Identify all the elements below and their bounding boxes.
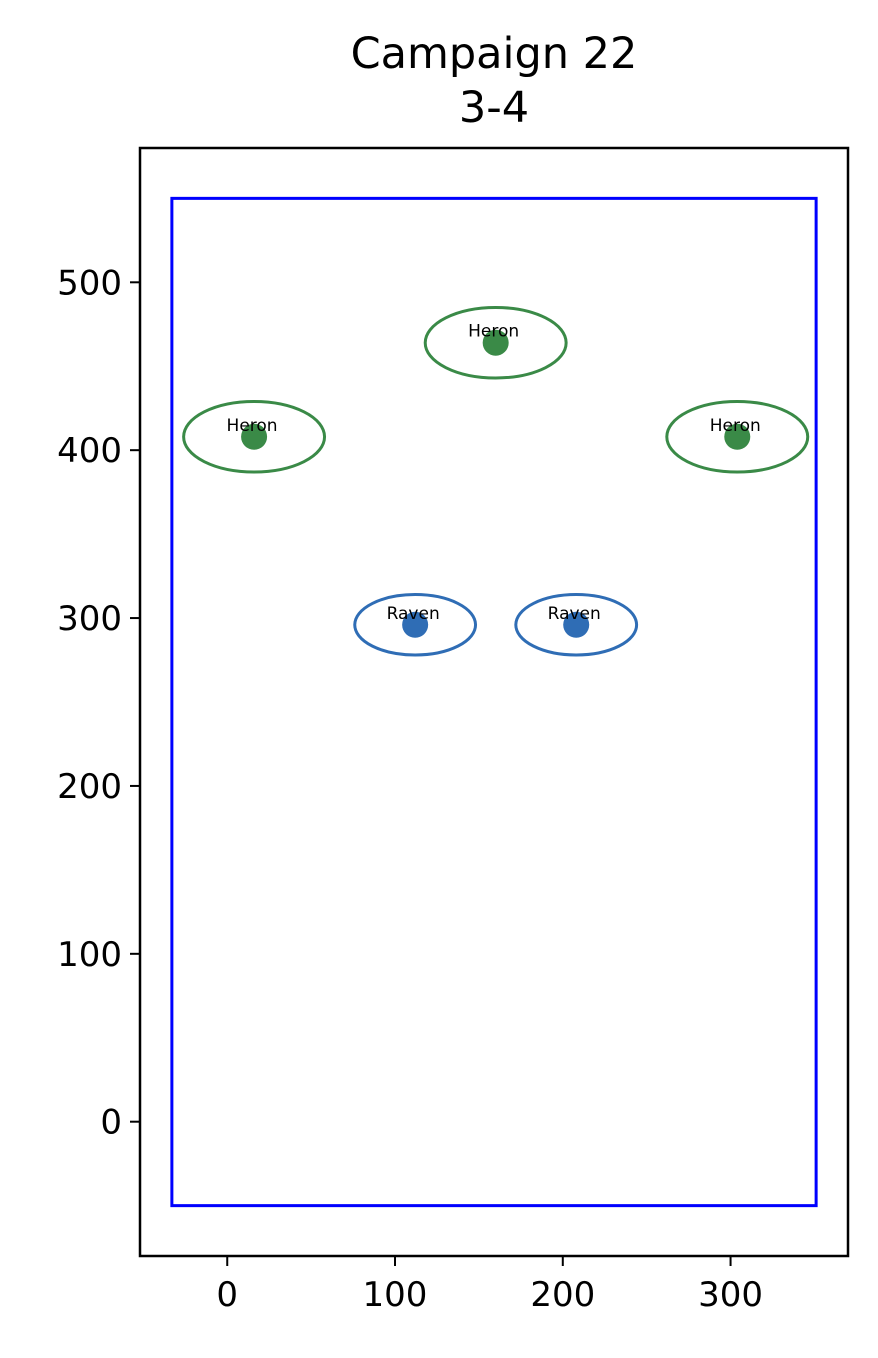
unit-point [402,611,429,638]
y-tick-label: 200 [57,767,122,807]
unit-label: Raven [548,604,601,624]
axes-frame [138,146,850,1258]
unit-label: Heron [468,322,519,342]
unit-label: Heron [227,416,278,436]
x-tick-label: 0 [216,1275,238,1315]
x-tick-label: 200 [530,1275,595,1315]
unit-point [563,611,590,638]
y-tick-label: 400 [57,431,122,471]
unit-ellipse [353,593,478,657]
unit-point [241,423,268,450]
unit-ellipse [423,305,568,380]
unit-label: Raven [387,604,440,624]
y-tick-label: 300 [57,599,122,639]
unit-point [482,329,509,356]
chart-title: Campaign 22 [351,29,638,79]
y-tick-label: 500 [57,263,122,303]
y-tick-label: 0 [100,1103,122,1143]
unit-ellipse [665,399,810,474]
x-tick-label: 300 [698,1275,763,1315]
y-tick-label: 100 [57,935,122,975]
unit-ellipse [514,593,639,657]
unit-label: Heron [710,416,761,436]
field-boundary [170,196,818,1208]
x-tick-label: 100 [363,1275,428,1315]
chart-subtitle: 3-4 [459,83,529,133]
unit-point [724,423,751,450]
unit-ellipse [182,399,327,474]
